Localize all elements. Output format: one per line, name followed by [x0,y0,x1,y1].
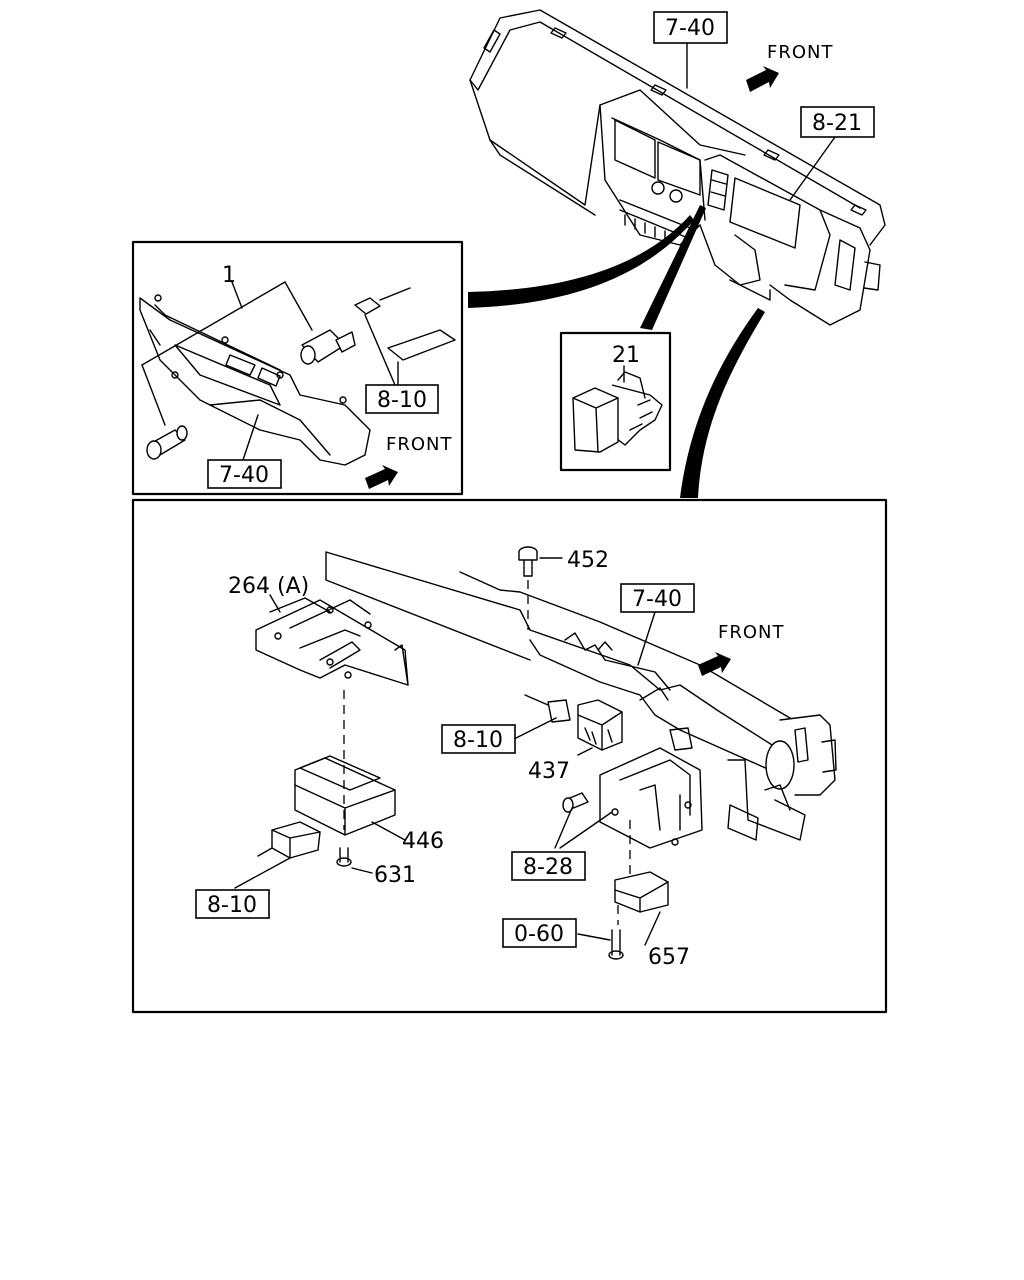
svg-text:8-21: 8-21 [812,111,862,136]
main-ref-8-28: 8-28 [511,851,586,881]
svg-text:7-40: 7-40 [665,16,715,41]
part-label-452: 452 [567,548,609,573]
svg-text:FRONT: FRONT [767,42,834,63]
front-arrow-icon [365,465,398,489]
main-ref-7-40: 7-40 [620,583,695,613]
callout-wedge-main [680,308,765,498]
svg-text:7-40: 7-40 [632,587,682,612]
top-ref-8-21: 8-21 [789,106,875,201]
part-label-1: 1 [222,263,236,288]
svg-text:FRONT: FRONT [386,434,453,455]
main-ref-0-60: 0-60 [502,918,577,948]
inset-left-panel [131,240,464,496]
svg-text:8-28: 8-28 [523,855,573,880]
svg-text:8-10: 8-10 [453,728,503,753]
svg-text:0-60: 0-60 [514,922,564,947]
inset-switch-panel [559,331,672,472]
inset-ref-7-40: 7-40 [207,459,282,489]
main-ref-8-10-a: 8-10 [441,724,516,754]
inset-front-indicator: FRONT [365,434,453,489]
part-label-21: 21 [612,343,640,368]
top-front-indicator: FRONT [746,42,834,92]
svg-text:8-10: 8-10 [377,388,427,413]
front-arrow-icon [746,66,779,92]
svg-text:8-10: 8-10 [207,893,257,918]
front-arrow-icon [698,652,731,676]
part-label-264a: 264 (A) [228,574,309,599]
svg-text:7-40: 7-40 [219,463,269,488]
callout-wedge-left [468,215,694,308]
svg-text:FRONT: FRONT [718,622,785,643]
main-front-indicator: FRONT [698,622,785,676]
part-label-657: 657 [648,945,690,970]
part-label-446: 446 [402,829,444,854]
main-ref-8-10-b: 8-10 [195,889,270,919]
callout-wedge-switch [640,205,706,330]
inset-ref-8-10: 8-10 [365,384,439,414]
part-label-437: 437 [528,759,570,784]
top-ref-7-40: 7-40 [653,11,728,89]
part-label-631: 631 [374,863,416,888]
main-detail-panel [131,498,888,1014]
